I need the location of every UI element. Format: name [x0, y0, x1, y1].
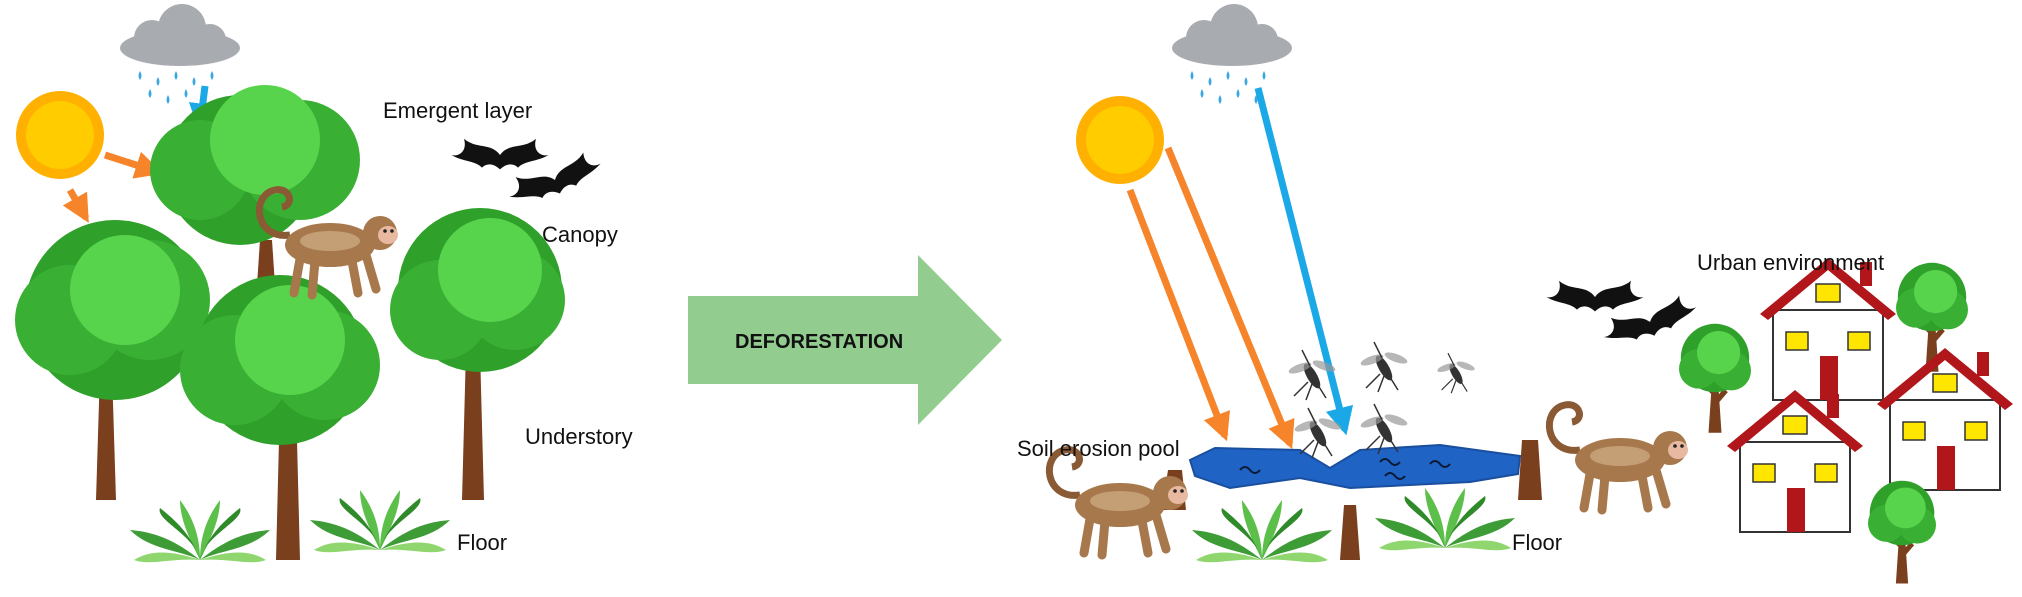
rain-arrow	[1254, 87, 1354, 436]
bat-icon	[451, 138, 549, 170]
forest-scene: Emergent layer Canopy Understory Floor	[15, 4, 633, 563]
tree-icon	[15, 220, 210, 400]
sun-icon	[1076, 96, 1164, 184]
house-icon	[1876, 347, 2014, 491]
sun-arrow	[62, 188, 90, 223]
monkey-icon	[1049, 450, 1188, 555]
urban-environment-label: Urban environment	[1697, 250, 1884, 275]
tree-icon	[1868, 481, 1936, 581]
mosquito-icon	[1358, 341, 1410, 393]
soil-erosion-pool-label: Soil erosion pool	[1017, 436, 1180, 461]
fern-icon	[1192, 500, 1332, 563]
fern-icon	[130, 500, 270, 563]
rain-cloud-icon	[1172, 4, 1292, 104]
sun-arrow	[1126, 188, 1230, 442]
understory-label: Understory	[525, 424, 633, 449]
larva-marks	[1239, 458, 1451, 480]
deforestation-arrow: DEFORESTATION	[688, 255, 1002, 425]
tree-icon	[1896, 263, 1968, 369]
bat-icon	[1546, 280, 1644, 312]
mosquito-icon	[1435, 352, 1477, 394]
deforested-scene: Soil erosion pool Floor Urban environmen…	[1017, 4, 2014, 581]
house-icon	[1759, 257, 1897, 401]
tree-icon	[150, 85, 360, 245]
urban-environment	[1679, 257, 2014, 581]
fern-icon	[310, 490, 450, 553]
tree-icon	[1679, 324, 1751, 430]
rain-cloud-icon	[120, 4, 240, 104]
monkey-icon	[1549, 405, 1688, 510]
fern-icon	[1375, 488, 1515, 551]
sun-arrow	[1164, 146, 1295, 450]
tree-icon	[390, 208, 565, 372]
house-icon	[1726, 389, 1864, 533]
deforestation-label: DEFORESTATION	[735, 331, 903, 353]
soil-erosion-pool	[1188, 443, 1522, 490]
floor-label-right: Floor	[1512, 530, 1562, 555]
canopy-label: Canopy	[542, 222, 618, 247]
sun-icon	[16, 91, 104, 179]
sun-arrow	[103, 151, 164, 179]
emergent-layer-label: Emergent layer	[383, 98, 532, 123]
floor-label-left: Floor	[457, 530, 507, 555]
tree-icon	[180, 275, 380, 445]
